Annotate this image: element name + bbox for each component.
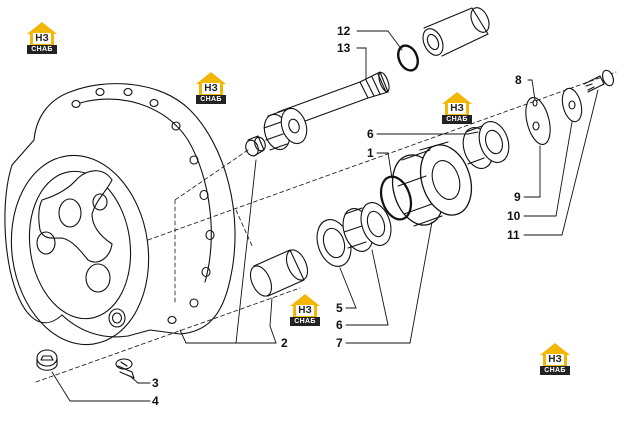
planet-pin <box>249 249 309 297</box>
planet-gear <box>391 141 473 227</box>
watermark-logo-icon: НЗ СНАБ <box>442 92 472 124</box>
spacer-ring <box>379 175 413 221</box>
countersunk-screw <box>115 358 135 379</box>
leader-lines <box>51 30 599 402</box>
watermark-text: СНАБ <box>442 115 472 124</box>
needle-bearing-upper <box>462 121 510 169</box>
watermark-mark: НЗ <box>448 103 466 114</box>
callout-10: 10 <box>507 209 521 223</box>
watermark-text: СНАБ <box>27 45 57 54</box>
watermark-logo-icon: НЗ СНАБ <box>290 294 320 326</box>
callout-6-lower: 6 <box>336 318 343 332</box>
callout-4: 4 <box>152 394 159 408</box>
cover-plate <box>525 97 551 145</box>
watermark-mark: НЗ <box>202 83 220 94</box>
watermark-logo-icon: НЗ СНАБ <box>196 72 226 104</box>
lock-washer <box>561 87 583 123</box>
drain-plug <box>36 349 58 371</box>
callout-11: 11 <box>507 228 520 242</box>
callout-6-upper: 6 <box>367 127 374 141</box>
watermark-mark: НЗ <box>33 33 51 44</box>
watermark-mark: НЗ <box>296 305 314 316</box>
watermark-text: СНАБ <box>196 95 226 104</box>
bolt <box>583 69 614 93</box>
watermark-mark: НЗ <box>546 354 564 365</box>
callout-3: 3 <box>152 376 159 390</box>
hub-housing <box>4 83 236 346</box>
callout-12: 12 <box>337 24 351 38</box>
needle-bearing-lower <box>342 202 392 252</box>
callout-2: 2 <box>281 336 288 350</box>
watermark-text: СНАБ <box>540 366 570 375</box>
sleeve <box>422 7 490 57</box>
callout-5: 5 <box>336 301 343 315</box>
watermark-logo-icon: НЗ СНАБ <box>540 343 570 375</box>
callout-8: 8 <box>515 73 522 87</box>
callout-9: 9 <box>514 190 521 204</box>
watermark-logo-icon: НЗ СНАБ <box>27 22 57 54</box>
callout-7: 7 <box>336 336 343 350</box>
spacer-bushing <box>245 135 266 157</box>
callout-1: 1 <box>367 146 374 160</box>
center-lines <box>35 71 617 383</box>
watermark-text: СНАБ <box>290 317 320 326</box>
callout-13: 13 <box>337 41 351 55</box>
planet-shaft <box>263 71 390 151</box>
snap-ring <box>397 44 419 72</box>
dowel <box>532 99 538 107</box>
